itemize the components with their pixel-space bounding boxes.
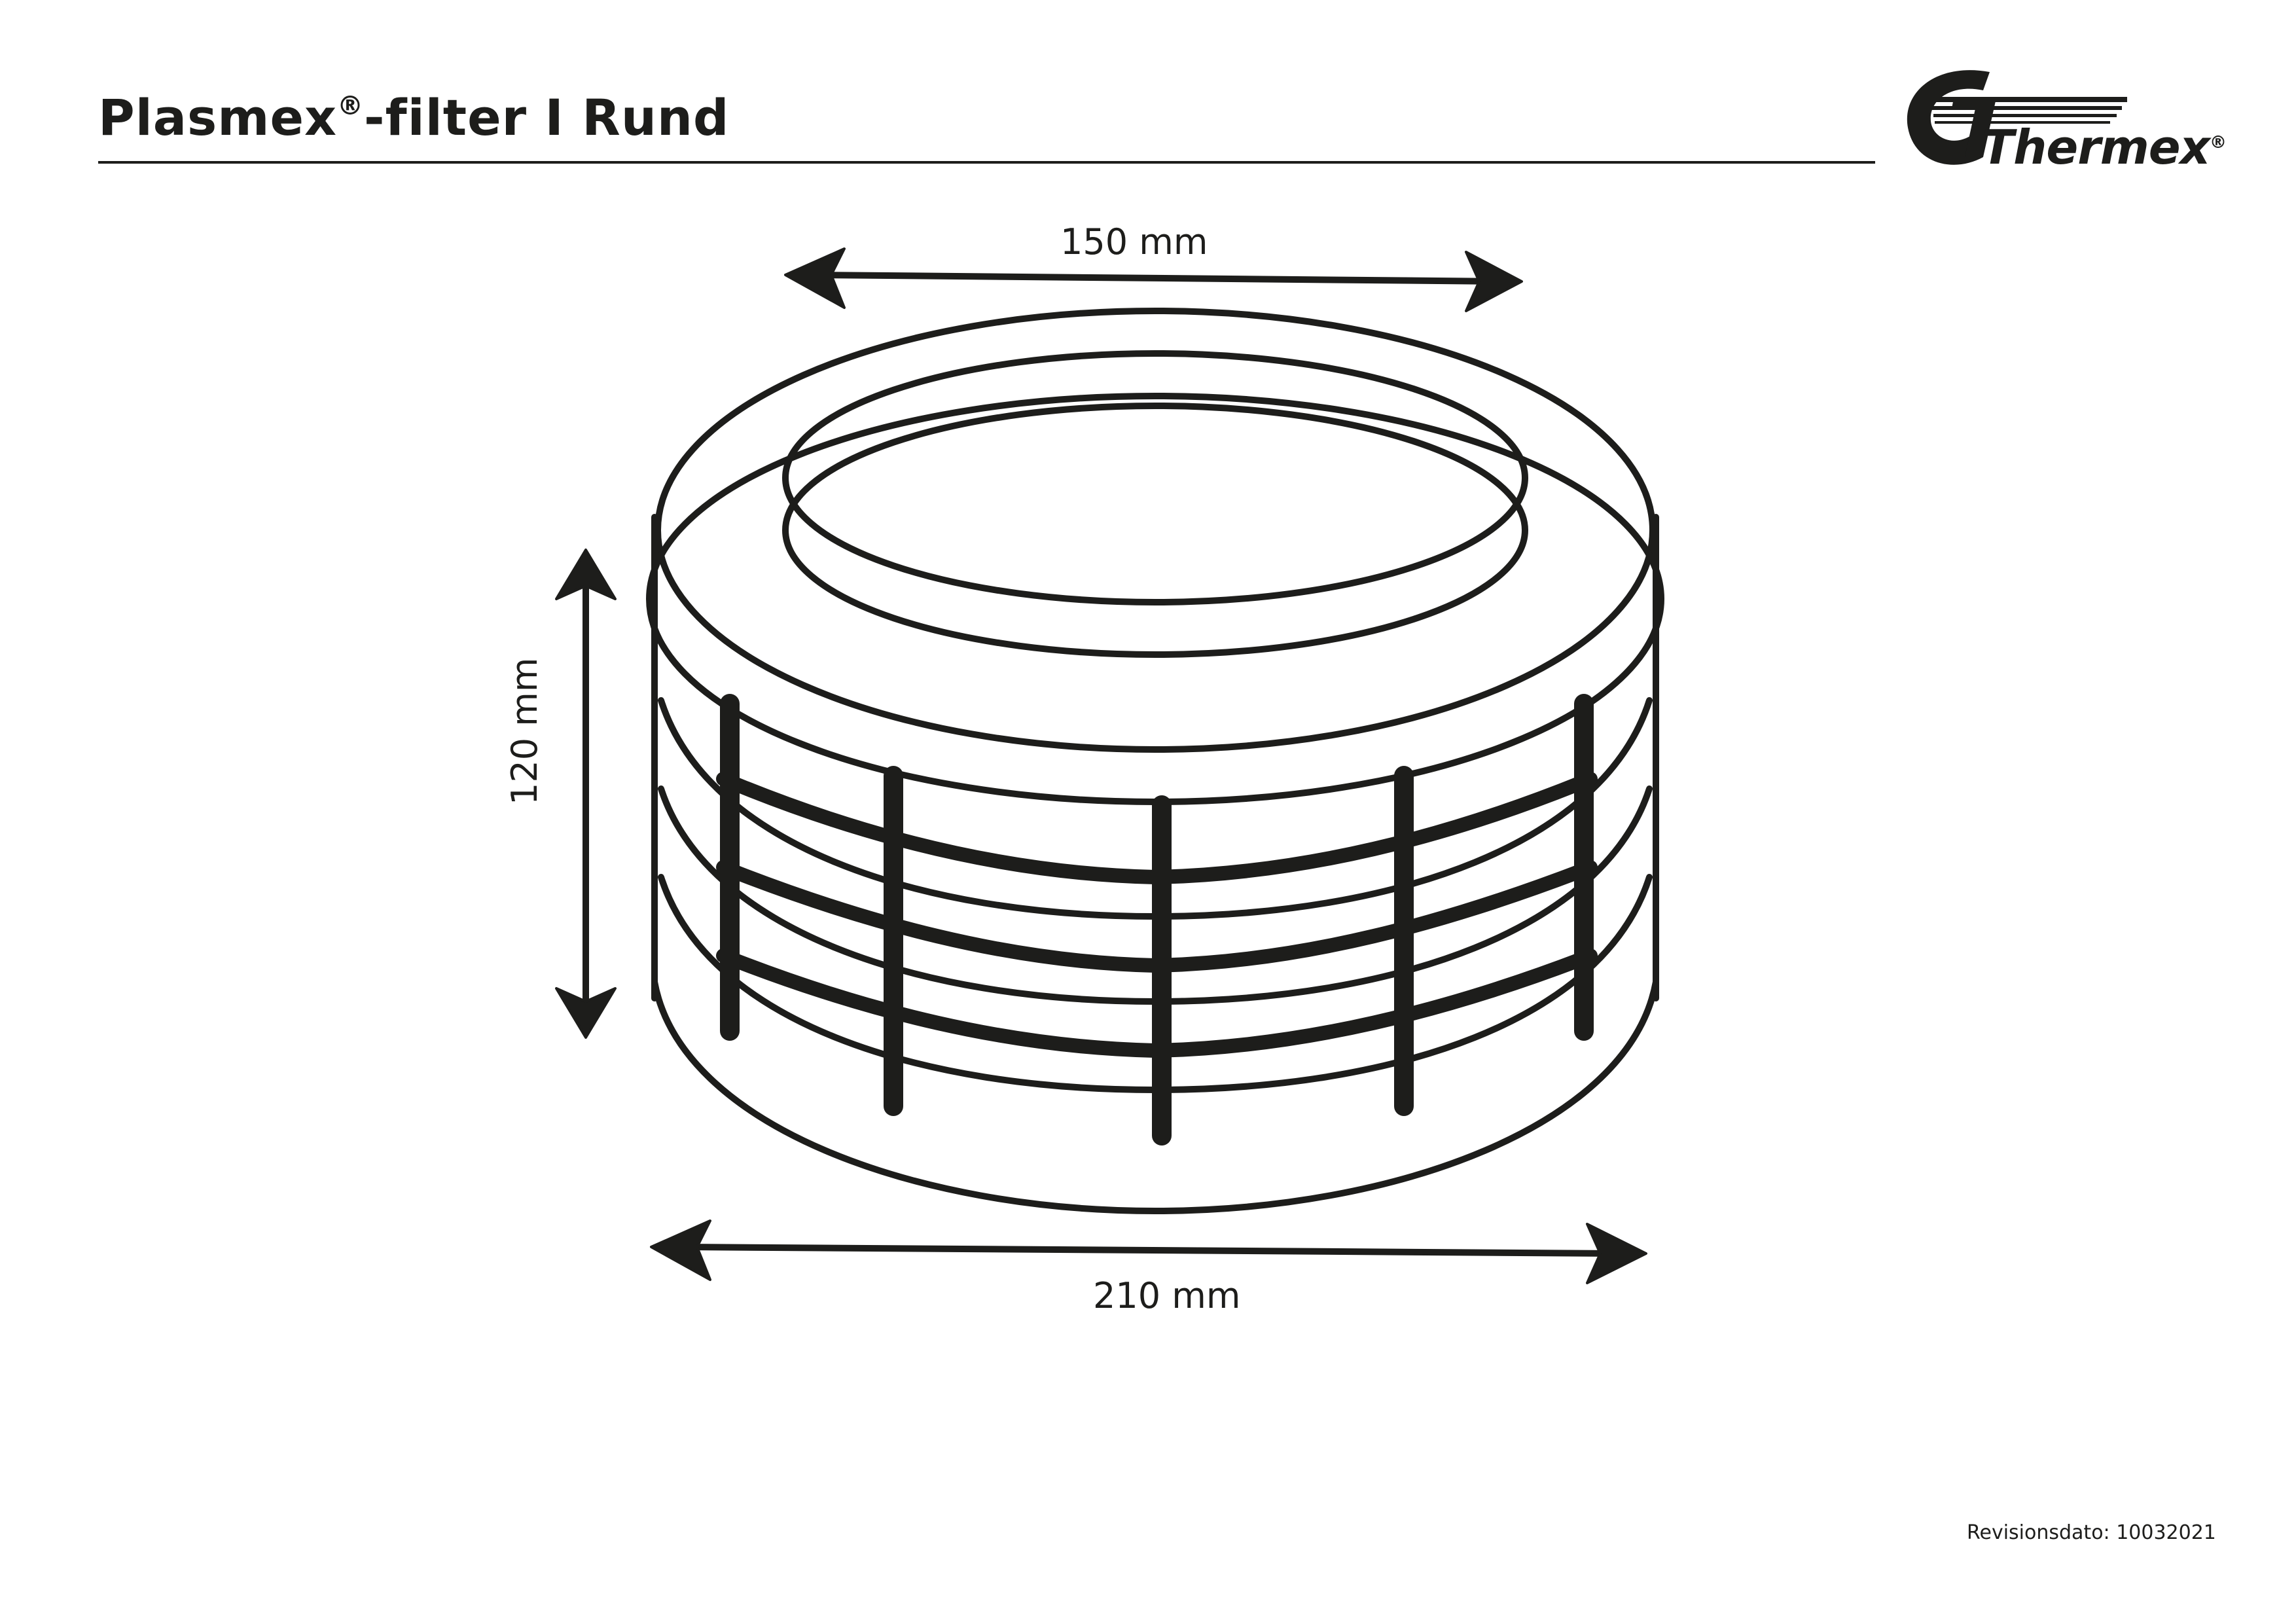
logo-wordmark: Thermex® (1982, 120, 2227, 175)
revision-date: Revisionsdato: 10032021 (1967, 1521, 2216, 1544)
bottom-width-arrow (650, 1219, 1647, 1284)
header-divider (98, 161, 1875, 164)
top-width-label: 150 mm (1060, 221, 1208, 262)
title-registered-mark: ® (337, 91, 365, 121)
page-title: Plasmex®-filter I Rund (98, 88, 729, 147)
title-rest: -filter I Rund (364, 88, 730, 147)
filter-body (646, 308, 1664, 1214)
bottom-width-label: 210 mm (1093, 1275, 1241, 1316)
thermex-logo-icon (1907, 70, 2127, 165)
height-arrow (555, 549, 617, 1039)
height-label: 120 mm (504, 657, 545, 805)
title-main: Plasmex (98, 88, 338, 147)
logo-registered-mark: ® (2210, 133, 2227, 153)
top-width-arrow (784, 247, 1523, 312)
